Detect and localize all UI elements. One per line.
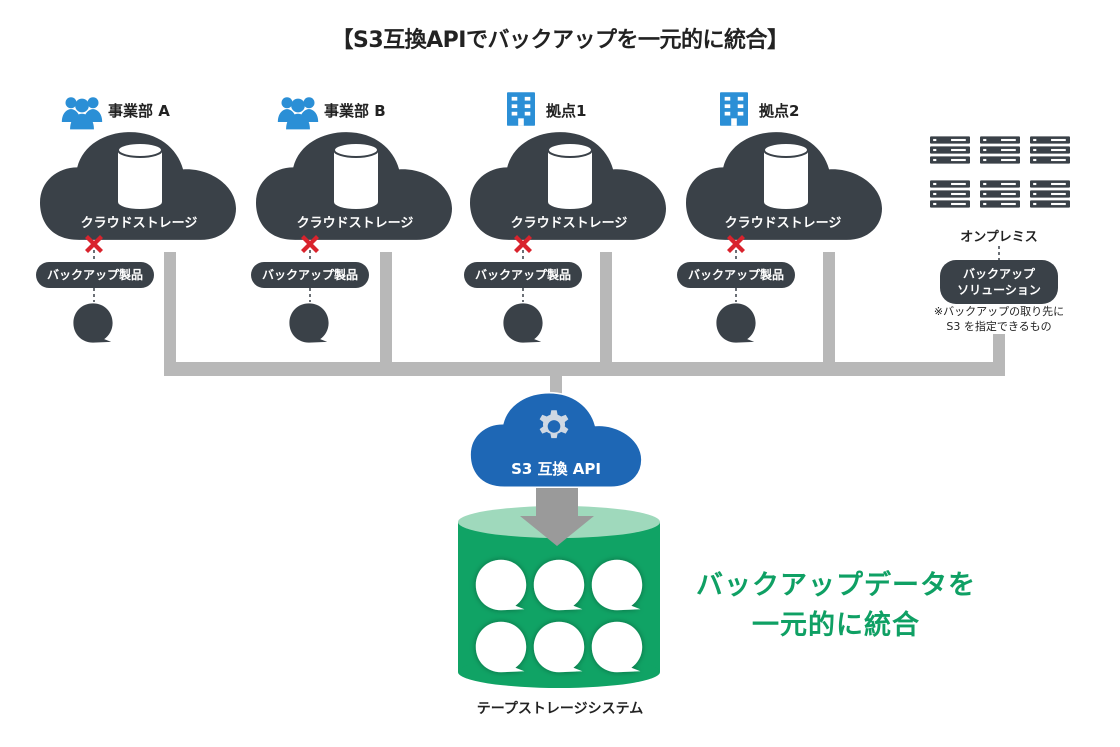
server-icon [930,180,970,208]
tape-reel-icon [591,559,643,611]
backup-product-pill: バックアップ製品 [464,262,582,288]
people-icon [277,97,319,130]
cloud-storage-label: クラウドストレージ [724,216,842,231]
backup-solution-line2: ソリューション [957,283,1041,297]
tape-reel-icon [289,303,329,343]
site-label-1: 拠点1 [546,102,587,120]
backup-product-pill: バックアップ製品 [36,262,154,288]
server-icon [980,180,1020,208]
down-arrow [520,488,594,546]
tape-reel-icon [73,303,113,343]
connector-lines [164,252,1005,412]
server-icon [980,136,1020,164]
server-rack-icons [930,136,1070,208]
onprem-label: オンプレミス [960,230,1038,245]
database-icon [547,142,593,209]
cloud-storage-label: クラウドストレージ [80,216,198,231]
database-icon [763,142,809,209]
tape-reel-icon [503,303,543,343]
server-icon [1030,180,1070,208]
server-icon [930,136,970,164]
tape-reel-icon [475,559,527,611]
tape-reel-icon [716,303,756,343]
building-icons [507,92,748,126]
database-icons [117,142,809,209]
tape-storage-label: テープストレージシステム [476,701,644,717]
api-label: S3 互換 API [511,460,601,478]
people-icons [61,97,319,130]
people-icon [61,97,103,130]
site-label-2: 拠点2 [759,102,800,120]
onprem-note-line2: S3 を指定できるもの [946,320,1052,333]
backup-solution-pill: バックアップ ソリューション [940,260,1058,304]
cloud-storage-label: クラウドストレージ [510,216,628,231]
site-label-a: 事業部 A [108,102,170,120]
site-label-b: 事業部 B [324,102,386,120]
headline-line1: バックアップデータを [696,570,976,601]
backup-product-pill: バックアップ製品 [251,262,369,288]
backup-solution-line1: バックアップ [962,267,1035,281]
tape-reel-icon [533,559,585,611]
building-icon [507,92,535,126]
backup-product-pill: バックアップ製品 [677,262,795,288]
server-icon [1030,136,1070,164]
cloud-storage-label: クラウドストレージ [296,216,414,231]
database-icon [333,142,379,209]
page-title: 【S3互換APIでバックアップを一元的に統合】 [331,28,790,53]
tape-reel-icon [475,621,527,673]
headline: バックアップデータを 一元的に統合 [676,566,996,646]
headline-line2: 一元的に統合 [752,610,920,641]
building-icon [720,92,748,126]
onprem-note-line1: ※バックアップの取り先に [933,305,1065,318]
tape-reel-icon [533,621,585,673]
tape-reel-icon [591,621,643,673]
database-icon [117,142,163,209]
onprem-note: ※バックアップの取り先に S3 を指定できるもの [918,304,1080,334]
